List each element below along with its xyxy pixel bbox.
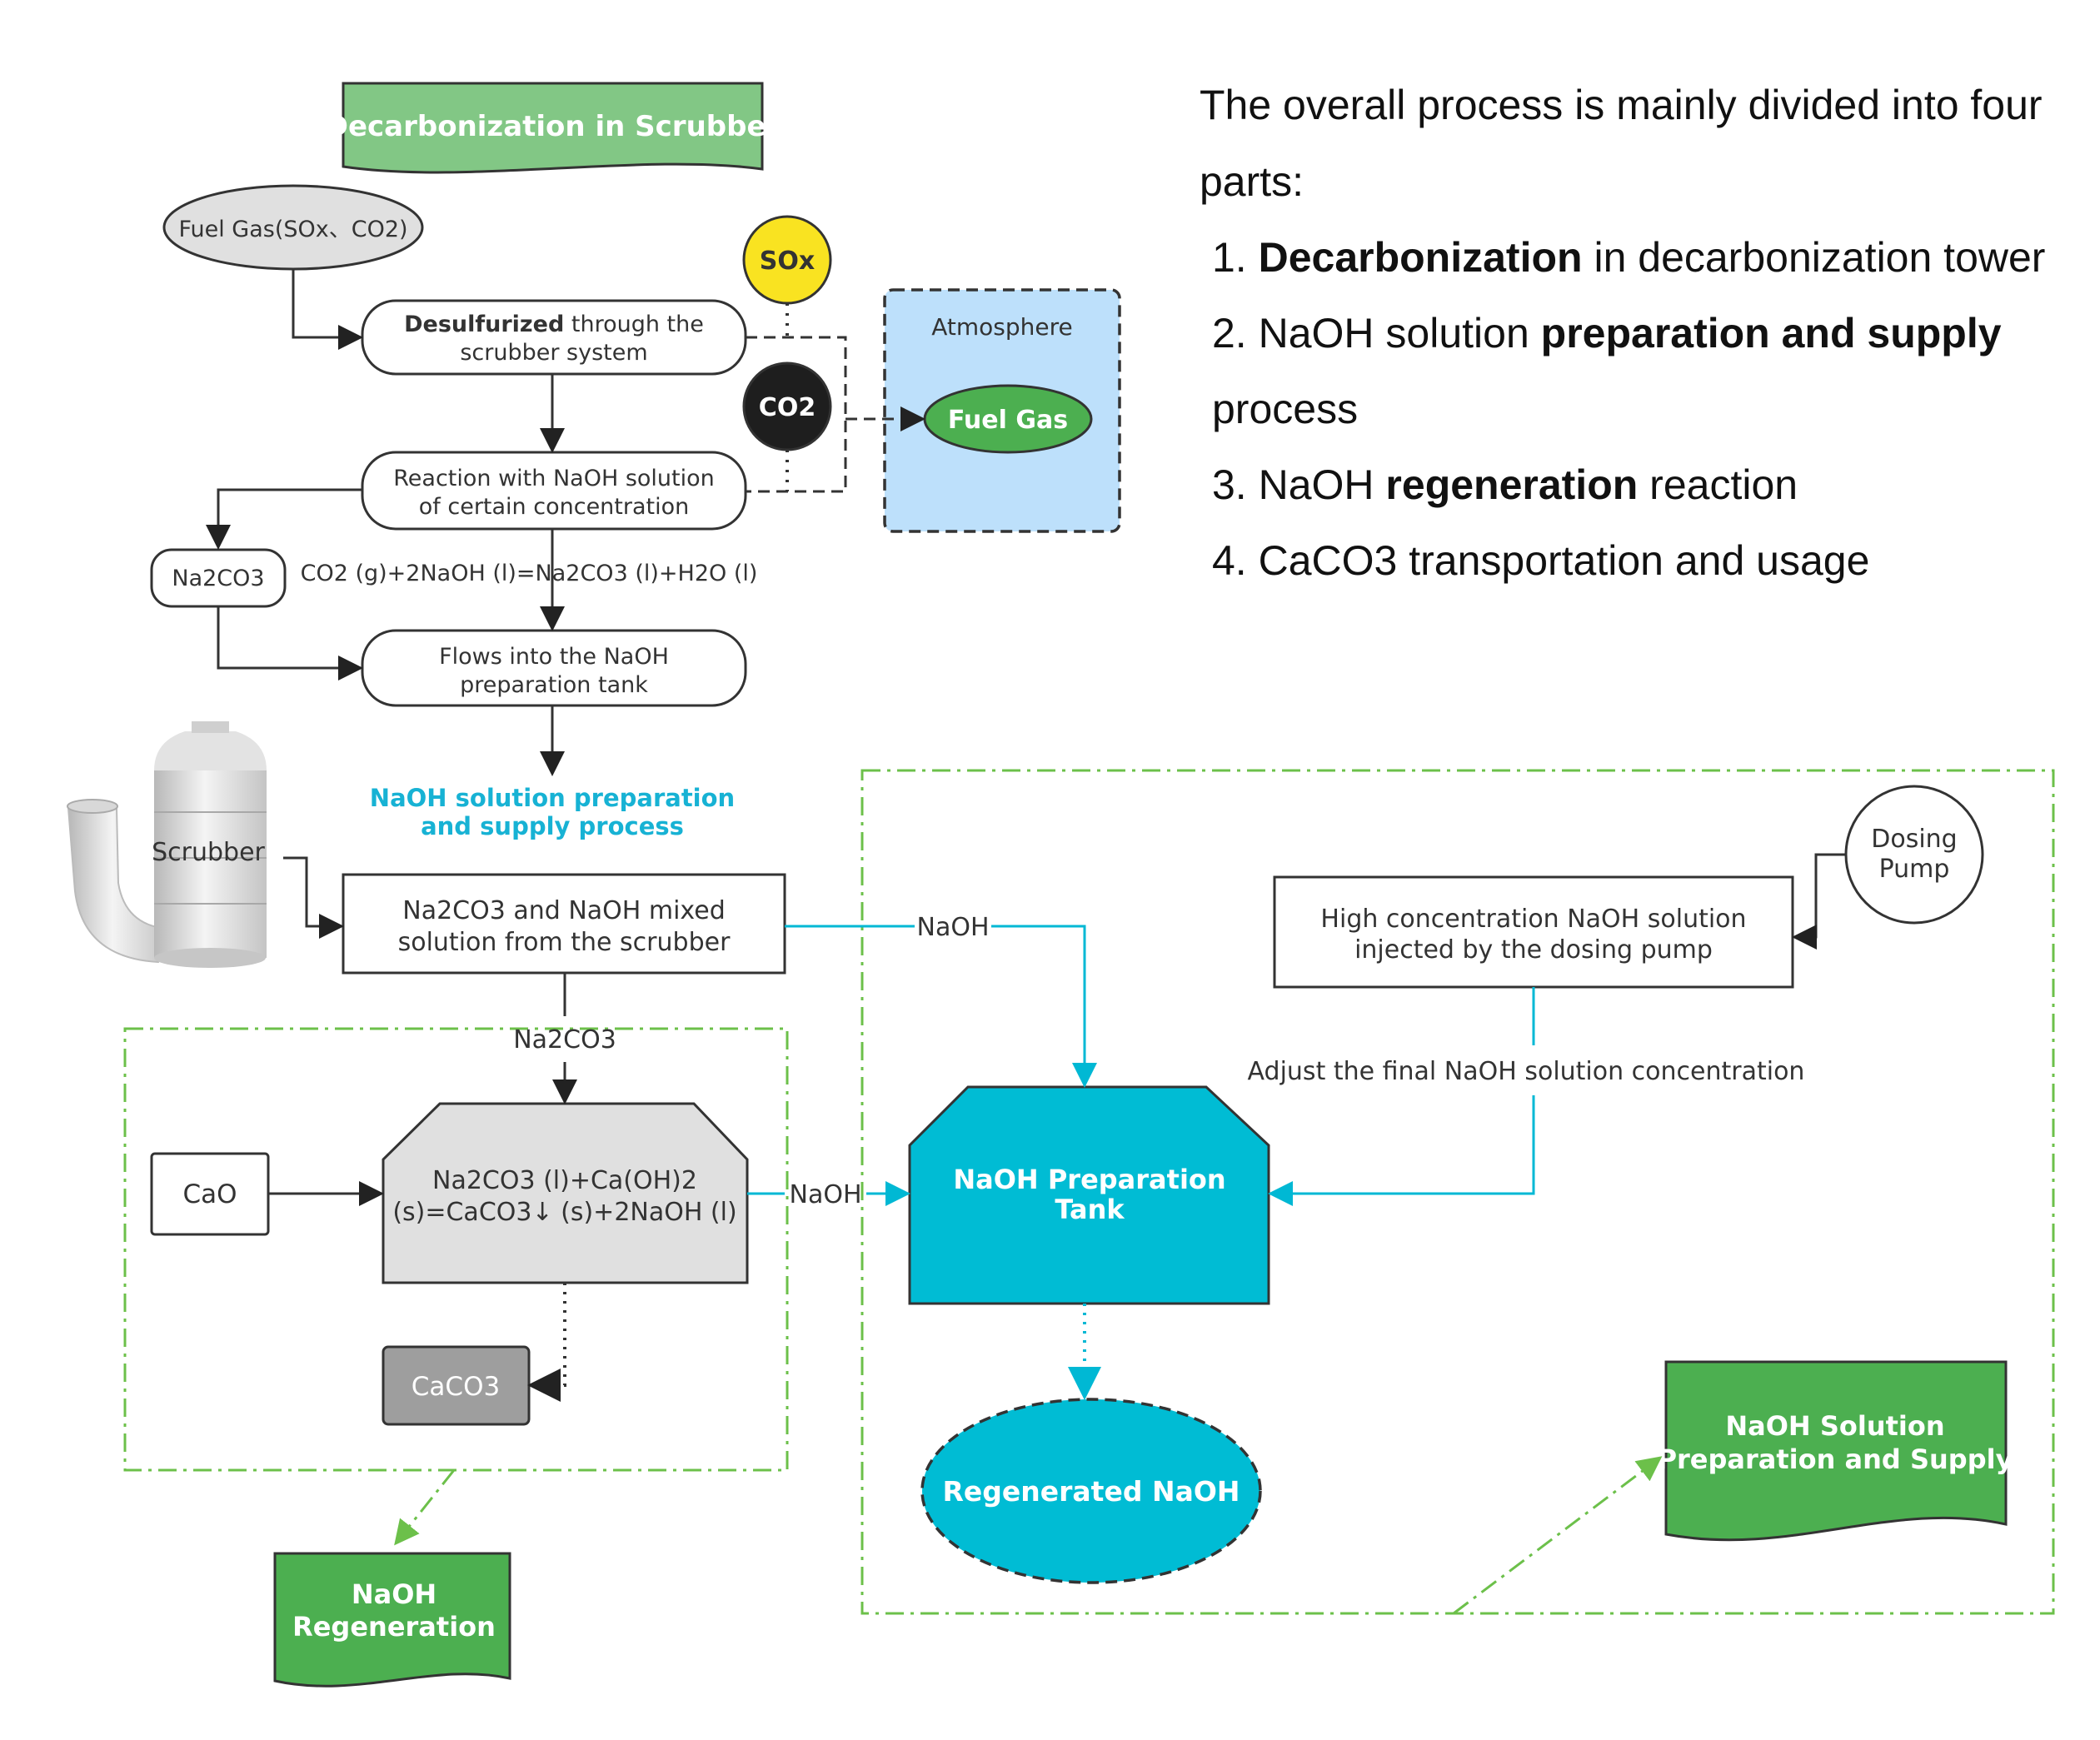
atmosphere-label: Atmosphere	[931, 313, 1073, 341]
naoh-tank-label-1: NaOH Preparation	[953, 1164, 1225, 1195]
regeneration-banner-label-1: NaOH	[352, 1578, 436, 1610]
reaction-label-1: Reaction with NaOH solution	[393, 466, 715, 491]
reaction-label-2: of certain concentration	[419, 494, 690, 520]
bottom-black-connectors	[268, 853, 1846, 1402]
process-title-2: and supply process	[421, 812, 684, 840]
scrubber-image: Scrubber	[67, 721, 267, 968]
regenerated-naoh-label: Regenerated NaOH	[942, 1475, 1240, 1508]
decarbonization-banner: Decarbonization in Scrubber	[325, 82, 781, 174]
intro-list: 1. Decarbonization in decarbonization to…	[1200, 220, 2083, 599]
desulfurized-label: Desulfurized through the	[404, 312, 704, 337]
co2-node: CO2	[742, 361, 832, 451]
adjust-concentration-label: Adjust the final NaOH solution concentra…	[1248, 1057, 1805, 1086]
co2-equation: CO2 (g)+2NaOH (l)=Na2CO3 (l)+H2O (l)	[301, 561, 758, 586]
dosing-pump-label-1: Dosing	[1871, 825, 1957, 854]
fuel-gas-output-label: Fuel Gas	[948, 406, 1068, 435]
naoh-flow-label-mid: NaOH	[790, 1180, 862, 1209]
supply-region	[860, 769, 2055, 1615]
mixed-solution-label-1: Na2CO3 and NaOH mixed	[402, 896, 726, 925]
naoh-flow-label-top: NaOH	[917, 913, 990, 942]
flows-step: Flows into the NaOH preparation tank	[361, 629, 747, 707]
high-concentration-box: High concentration NaOH solution injecte…	[1273, 875, 1794, 989]
reactor-label-1: Na2CO3 (l)+Ca(OH)2	[432, 1166, 697, 1195]
fuel-gas-input: Fuel Gas(SOx、CO2)	[162, 184, 424, 271]
green-connectors	[394, 1456, 1663, 1615]
dosing-pump-label-2: Pump	[1879, 855, 1950, 884]
scrubber-label: Scrubber	[152, 838, 265, 867]
dosing-pump: Dosing Pump	[1844, 785, 1984, 925]
regeneration-banner-label-2: Regeneration	[292, 1611, 496, 1643]
reactor-label-2: (s)=CaCO3↓ (s)+2NaOH (l)	[392, 1198, 736, 1227]
caco3-label: CaCO3	[412, 1372, 500, 1402]
intro-item-4: 4. CaCO3 transportation and usage	[1212, 537, 1870, 584]
mixed-solution-box: Na2CO3 and NaOH mixed solution from the …	[342, 873, 786, 975]
intro-item-1: 1. Decarbonization in decarbonization to…	[1212, 234, 2046, 281]
supply-banner-label-1: NaOH Solution	[1725, 1410, 1944, 1442]
desulfurized-label-2: scrubber system	[460, 340, 647, 366]
high-concentration-label-1: High concentration NaOH solution	[1320, 905, 1746, 934]
mixed-solution-label-2: solution from the scrubber	[398, 928, 731, 957]
intro-panel: The overall process is mainly divided in…	[1200, 67, 2083, 599]
fuel-gas-input-label: Fuel Gas(SOx、CO2)	[178, 217, 407, 242]
regeneration-banner: NaOH Regeneration	[273, 1552, 511, 1688]
sox-label: SOx	[760, 247, 815, 276]
reaction-step: Reaction with NaOH solution of certain c…	[361, 451, 747, 531]
naoh-tank: NaOH Preparation Tank	[908, 1085, 1270, 1305]
supply-banner-label-2: Preparation and Supply	[1658, 1443, 2013, 1475]
top-connectors	[206, 269, 925, 776]
intro-item-3: 3. NaOH regeneration reaction	[1212, 461, 1798, 508]
naoh-tank-label-2: Tank	[1055, 1194, 1125, 1225]
intro-text: The overall process is mainly divided in…	[1200, 82, 2043, 205]
banner-title: Decarbonization in Scrubber	[325, 110, 781, 143]
regenerated-naoh-node: Regenerated NaOH	[920, 1398, 1262, 1584]
na2co3-flow-label: Na2CO3	[513, 1025, 616, 1054]
flows-label-1: Flows into the NaOH	[439, 644, 669, 670]
high-concentration-label-2: injected by the dosing pump	[1354, 935, 1713, 965]
cyan-connectors	[747, 925, 1535, 1400]
regeneration-region	[123, 1027, 789, 1472]
intro-item-2: 2. NaOH solution preparation and supply …	[1212, 310, 2002, 432]
supply-banner: NaOH Solution Preparation and Supply	[1658, 1360, 2013, 1542]
flows-label-2: preparation tank	[460, 672, 648, 698]
co2-label: CO2	[759, 393, 816, 422]
process-title-1: NaOH solution preparation	[370, 784, 735, 812]
atmosphere-box: Atmosphere Fuel Gas	[883, 288, 1121, 533]
na2co3-label: Na2CO3	[172, 566, 264, 591]
na2co3-node: Na2CO3	[150, 548, 287, 608]
desulfurized-step: Desulfurized through the scrubber system	[361, 299, 747, 376]
reactor-node: Na2CO3 (l)+Ca(OH)2 (s)=CaCO3↓ (s)+2NaOH …	[382, 1102, 749, 1284]
sox-node: SOx	[742, 215, 832, 305]
cao-node: CaO	[150, 1152, 270, 1236]
caco3-node: CaCO3	[382, 1345, 531, 1426]
cao-label: CaO	[182, 1179, 237, 1209]
